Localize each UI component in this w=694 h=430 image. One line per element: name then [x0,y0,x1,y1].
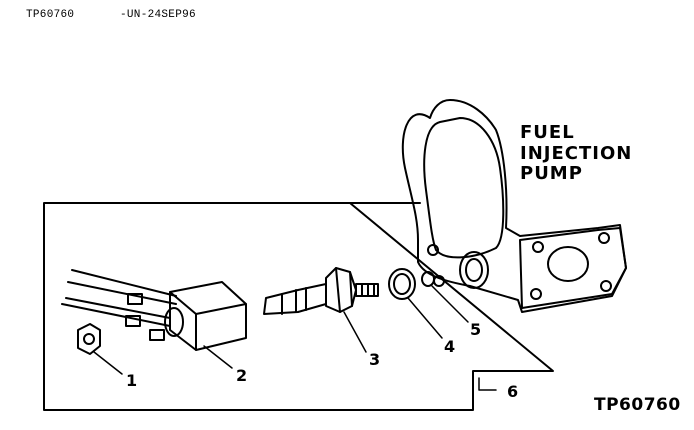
connector-body [169,281,247,351]
leader-1 [93,351,123,375]
flange-bolt-hole-2 [598,232,610,244]
leader-3 [343,311,367,353]
connector-face [164,307,184,337]
pump-label-line-2: INJECTION [520,143,633,164]
flange-port [547,246,589,282]
sensor-hex-body [325,267,357,313]
harness-wire-2 [67,281,177,305]
harness-wire-1 [71,269,177,297]
leader-4 [407,297,443,339]
harness-wire-3 [65,297,171,319]
sealing-washer [388,268,416,300]
pump-label-line-3: PUMP [520,163,583,184]
pump-boss [459,251,489,289]
callout-5: 5 [470,320,482,339]
housing-bolt-hole-1 [427,244,439,256]
callout-1: 1 [126,371,138,390]
hex-nut-bore [83,333,95,345]
pump-label-line-1: FUEL [520,122,575,143]
leader-2 [203,345,233,369]
callout-3: 3 [369,350,381,369]
callout-2: 2 [236,366,248,385]
flange-bolt-hole-3 [530,288,542,300]
pump-flange [519,227,627,309]
pump-inner-gasket [423,117,505,259]
header-date-stamp: -UN-24SEP96 [120,9,196,21]
inset-frame [43,202,554,411]
leader-6 [478,377,497,391]
figure-id: TP60760 [594,395,681,415]
hex-nut [77,323,101,355]
small-o-ring [421,271,435,287]
flange-bolt-hole-4 [600,280,612,292]
flange-bolt-hole-1 [532,241,544,253]
header-figure-code: TP60760 [26,9,75,21]
harness-wire-4 [61,303,171,327]
callout-6: 6 [507,382,519,401]
sealing-washer-inner [393,273,411,295]
leader-5 [431,285,469,323]
pump-boss-bore [465,258,483,282]
sensor-shank [263,283,327,315]
pump-housing-outline [401,99,627,313]
callout-4: 4 [444,337,456,356]
